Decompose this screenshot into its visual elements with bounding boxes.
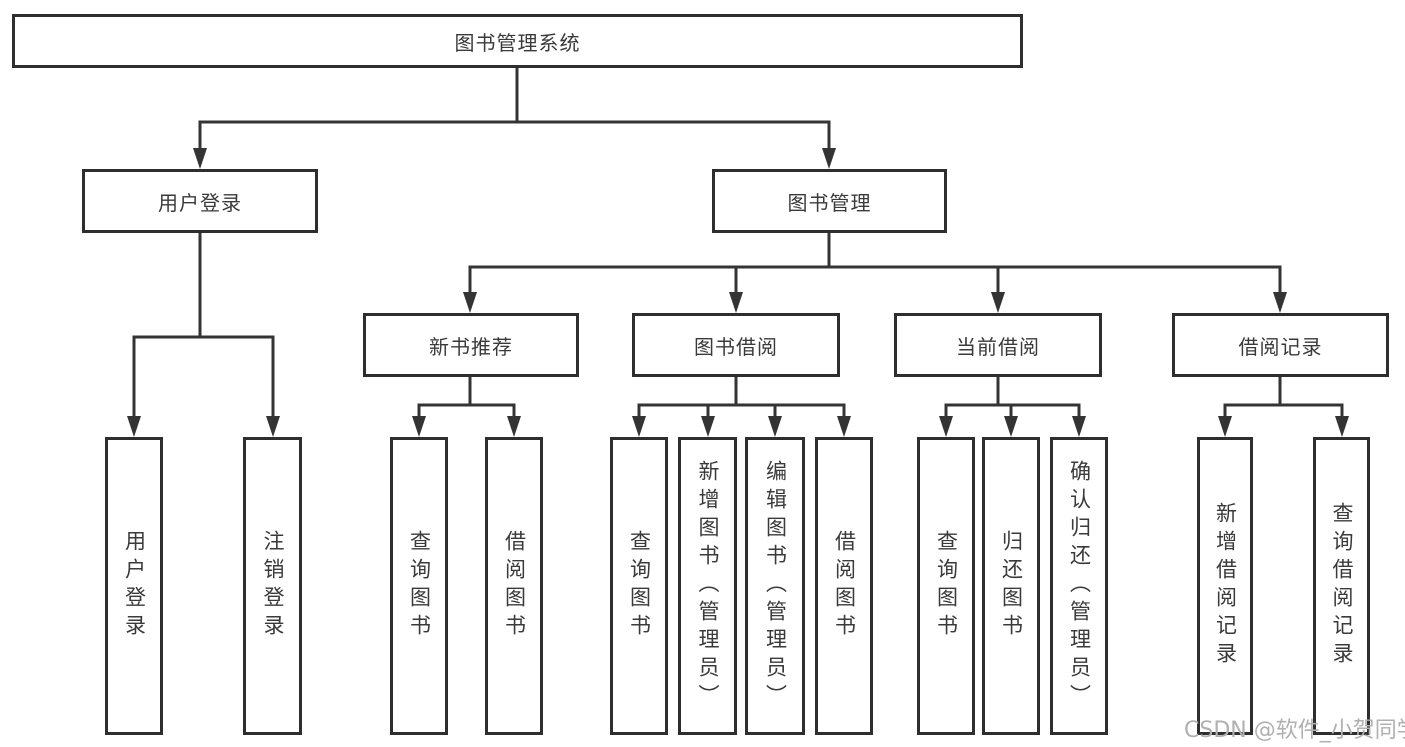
node-new-book-recommend: 新书推荐 bbox=[363, 313, 579, 377]
node-borrow-records-label: 借阅记录 bbox=[1238, 334, 1323, 359]
node-library-management-system: 图书管理系统 bbox=[12, 14, 1023, 68]
leaf-bb-add-book-admin: 新增图书（管理员） bbox=[678, 437, 737, 735]
leaf-nbr-query-book: 查询图书 bbox=[390, 437, 448, 735]
leaf-br-query-borrow-record: 查询借阅记录 bbox=[1313, 437, 1370, 735]
leaf-logout-login: 注销登录 bbox=[243, 437, 302, 735]
leaf-cb-query-book-label: 查询图书 bbox=[934, 530, 959, 642]
node-user-login: 用户登录 bbox=[82, 169, 318, 233]
csdn-watermark: CSDN @软件_小贺同学 bbox=[1184, 718, 1405, 743]
leaf-br-add-borrow-record: 新增借阅记录 bbox=[1197, 437, 1253, 735]
leaf-nbr-query-book-label: 查询图书 bbox=[407, 530, 432, 642]
node-new-book-recommend-label: 新书推荐 bbox=[429, 334, 513, 359]
leaf-cb-return-book-label: 归还图书 bbox=[999, 530, 1024, 642]
leaf-cb-query-book: 查询图书 bbox=[917, 437, 975, 735]
leaf-bb-query-book: 查询图书 bbox=[610, 437, 668, 735]
leaf-user-login-label: 用户登录 bbox=[122, 530, 147, 642]
leaf-bb-query-book-label: 查询图书 bbox=[627, 530, 652, 642]
leaf-logout-login-label: 注销登录 bbox=[261, 530, 285, 642]
node-book-borrow-label: 图书借阅 bbox=[694, 334, 778, 359]
leaf-nbr-borrow-book: 借阅图书 bbox=[485, 437, 543, 735]
leaf-nbr-borrow-book-label: 借阅图书 bbox=[502, 530, 527, 642]
leaf-cb-confirm-return-admin: 确认归还（管理员） bbox=[1050, 437, 1108, 735]
node-current-borrow: 当前借阅 bbox=[894, 313, 1102, 377]
node-current-borrow-label: 当前借阅 bbox=[956, 334, 1040, 359]
node-library-management-system-label: 图书管理系统 bbox=[454, 30, 581, 55]
leaf-bb-borrow-book-label: 借阅图书 bbox=[832, 530, 857, 642]
node-book-management-label: 图书管理 bbox=[787, 190, 872, 215]
node-borrow-records: 借阅记录 bbox=[1172, 313, 1389, 377]
leaf-br-query-borrow-record-label: 查询借阅记录 bbox=[1330, 502, 1354, 670]
node-user-login-label: 用户登录 bbox=[158, 190, 242, 215]
leaf-user-login: 用户登录 bbox=[105, 437, 163, 735]
leaf-br-add-borrow-record-label: 新增借阅记录 bbox=[1213, 502, 1238, 670]
leaf-cb-return-book: 归还图书 bbox=[982, 437, 1040, 735]
node-book-borrow: 图书借阅 bbox=[632, 313, 840, 377]
node-book-management: 图书管理 bbox=[712, 169, 947, 233]
leaf-bb-borrow-book: 借阅图书 bbox=[815, 437, 873, 735]
leaf-cb-confirm-return-admin-label: 确认归还（管理员） bbox=[1067, 460, 1092, 712]
leaf-bb-edit-book-admin-label: 编辑图书（管理员） bbox=[763, 460, 788, 712]
leaf-bb-add-book-admin-label: 新增图书（管理员） bbox=[696, 460, 720, 712]
leaf-bb-edit-book-admin: 编辑图书（管理员） bbox=[745, 437, 805, 735]
